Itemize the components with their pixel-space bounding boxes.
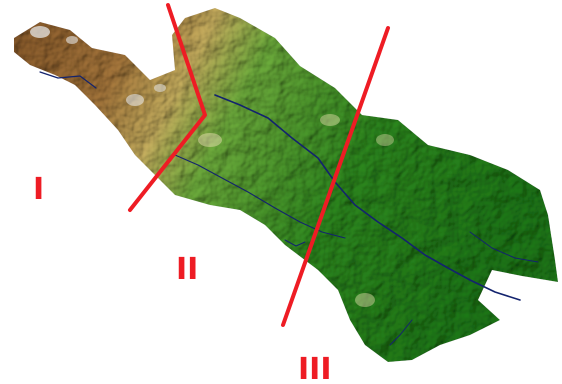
zone-label-i: I xyxy=(33,172,44,207)
tributary xyxy=(469,231,539,263)
main-river xyxy=(214,94,521,301)
zone-label-ii: II xyxy=(176,252,198,287)
zone-label-iii: III xyxy=(298,352,332,384)
basin-terrain xyxy=(14,8,558,362)
peak-highlights xyxy=(30,26,394,307)
tributary xyxy=(389,319,413,346)
coast-edge xyxy=(39,71,97,89)
divider-line-1 xyxy=(128,3,207,212)
zone-dividers xyxy=(128,3,390,327)
divider-line-2 xyxy=(281,26,390,327)
coast-edge xyxy=(284,239,306,247)
